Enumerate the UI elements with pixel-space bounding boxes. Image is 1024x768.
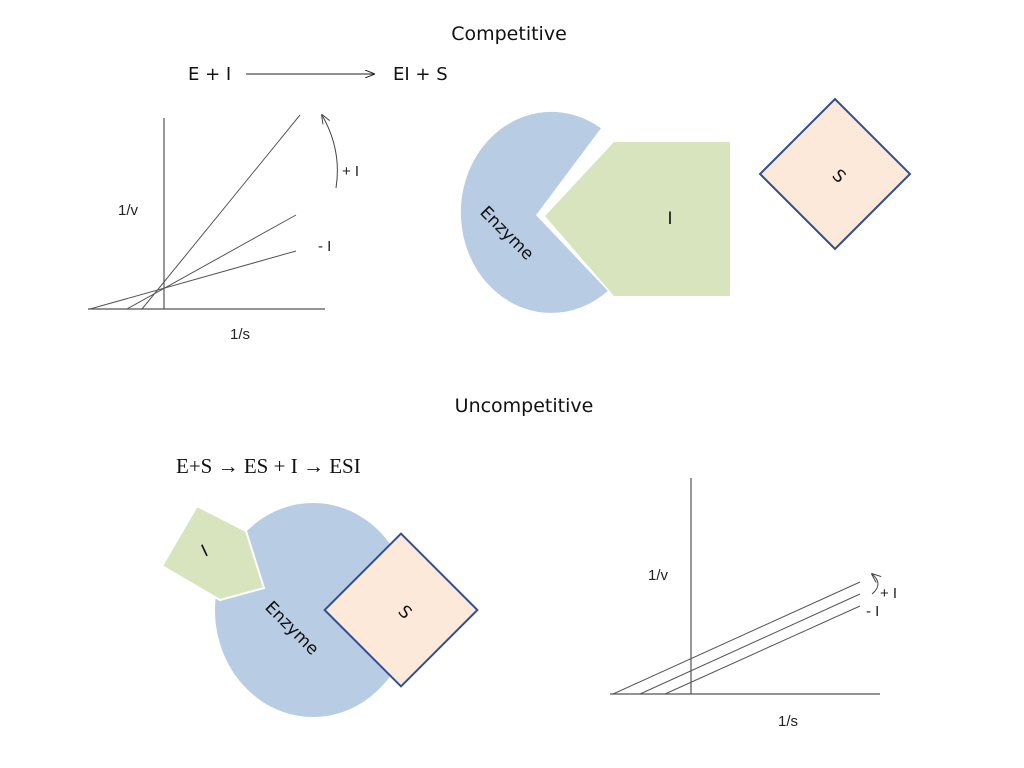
competitive-equation-right: EI + S bbox=[393, 64, 448, 85]
x-axis-label: 1/s bbox=[230, 326, 250, 343]
enzyme-shape bbox=[457, 108, 613, 316]
uncompetitive-substrate: S bbox=[323, 532, 479, 688]
y-axis-label: 1/v bbox=[118, 202, 139, 219]
y-axis-label: 1/v bbox=[648, 567, 669, 584]
uncompetitive-inhibitor: I bbox=[160, 504, 266, 602]
uncompetitive-equation: E+S → ES + I → ESI bbox=[176, 454, 361, 478]
inhibitor-shape bbox=[545, 142, 730, 296]
plot-line-no-inhibitor bbox=[89, 250, 297, 310]
substrate-shape bbox=[758, 97, 912, 251]
uncompetitive-title: Uncompetitive bbox=[455, 395, 594, 417]
plot-line-no-inhibitor bbox=[664, 605, 861, 695]
inhibitor-label: I bbox=[667, 209, 672, 229]
competitive-substrate: S bbox=[758, 97, 912, 251]
substrate-shape bbox=[323, 532, 479, 688]
inhibitor-shape bbox=[160, 504, 266, 602]
increase-arrow bbox=[322, 115, 338, 189]
competitive-title: Competitive bbox=[451, 23, 567, 45]
plus-inhibitor-label: + I bbox=[342, 163, 359, 180]
uncompetitive-section: Uncompetitive E+S → ES + I → ESI Enzyme … bbox=[160, 395, 897, 730]
competitive-section: Competitive E + I EI + S + I - I 1/v 1/s… bbox=[88, 23, 912, 343]
minus-inhibitor-label: - I bbox=[318, 238, 331, 255]
competitive-equation-left: E + I bbox=[188, 64, 231, 85]
minus-inhibitor-label: - I bbox=[866, 603, 879, 620]
plot-line-low-inhibitor bbox=[126, 214, 297, 310]
competitive-enzyme: Enzyme bbox=[457, 108, 613, 316]
competitive-equation: E + I EI + S bbox=[188, 64, 448, 85]
increase-arrow bbox=[872, 574, 878, 595]
uncompetitive-enzyme: Enzyme bbox=[215, 503, 411, 717]
plot-line-high-inhibitor bbox=[612, 581, 861, 695]
competitive-plot: + I - I 1/v 1/s bbox=[88, 115, 359, 343]
x-axis-label: 1/s bbox=[778, 713, 798, 730]
enzyme-shape bbox=[215, 503, 411, 717]
plot-line-mid-inhibitor bbox=[639, 593, 861, 695]
uncompetitive-plot: + I - I 1/v 1/s bbox=[610, 478, 897, 730]
plot-line-high-inhibitor bbox=[141, 114, 301, 310]
competitive-inhibitor: I bbox=[545, 142, 730, 296]
plus-inhibitor-label: + I bbox=[880, 585, 897, 602]
